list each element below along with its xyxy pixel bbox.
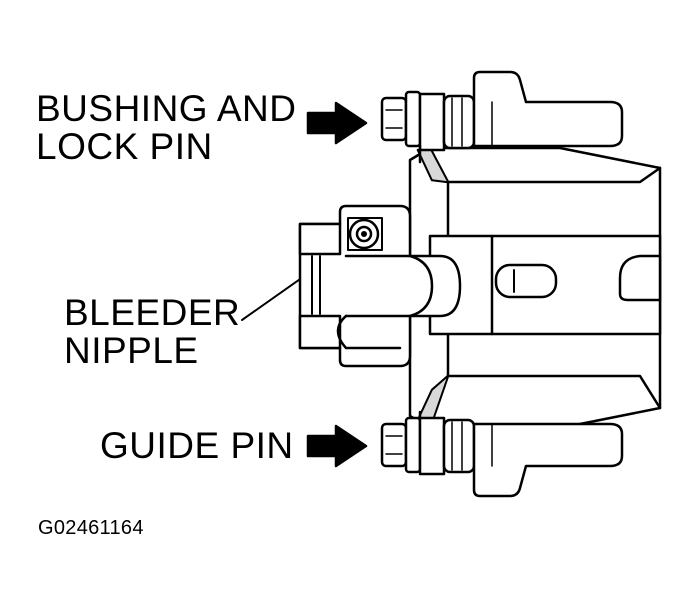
bushing-lock-pin-label-line1: BUSHING AND (36, 88, 297, 129)
bleeder-nipple-base (347, 217, 383, 251)
top-lock-pin (472, 70, 624, 148)
caliper-window (618, 254, 662, 302)
bushing-lock-pin-label-line2: LOCK PIN (36, 126, 213, 167)
caliper-slot (494, 263, 558, 299)
bottom-guide-pin (472, 422, 624, 498)
bottom-bushing (442, 418, 476, 474)
top-bolt-head (380, 96, 408, 142)
caliper-body-bottom-ridge (446, 374, 662, 410)
top-mount-bracket (418, 92, 446, 152)
piston-tube-curve (336, 314, 402, 350)
bleeder-nipple-label-line2: NIPPLE (64, 330, 199, 371)
bleeder-housing-tab-top (298, 222, 342, 256)
bushing-lock-pin-assembly (380, 70, 624, 152)
guide-pin-assembly (380, 416, 624, 498)
bleeder-nipple-label-line1: BLEEDER (64, 292, 241, 333)
piston-tube (344, 254, 462, 318)
guide-pin-label: GUIDE PIN (100, 425, 294, 466)
top-bushing (442, 94, 476, 150)
caliper-body-top-ridge (446, 166, 662, 184)
bushing-arrow-icon (306, 101, 368, 145)
guide-pin-arrow-icon (306, 424, 368, 468)
figure-code: G02461164 (38, 517, 144, 539)
bottom-mount-bracket (418, 416, 446, 476)
top-bolt-flange (404, 90, 422, 148)
bottom-bolt-flange (404, 416, 422, 474)
piston-tube-inner (408, 254, 434, 318)
bleeder-housing-tab-bottom (298, 314, 342, 350)
bottom-bolt-head (380, 422, 408, 468)
